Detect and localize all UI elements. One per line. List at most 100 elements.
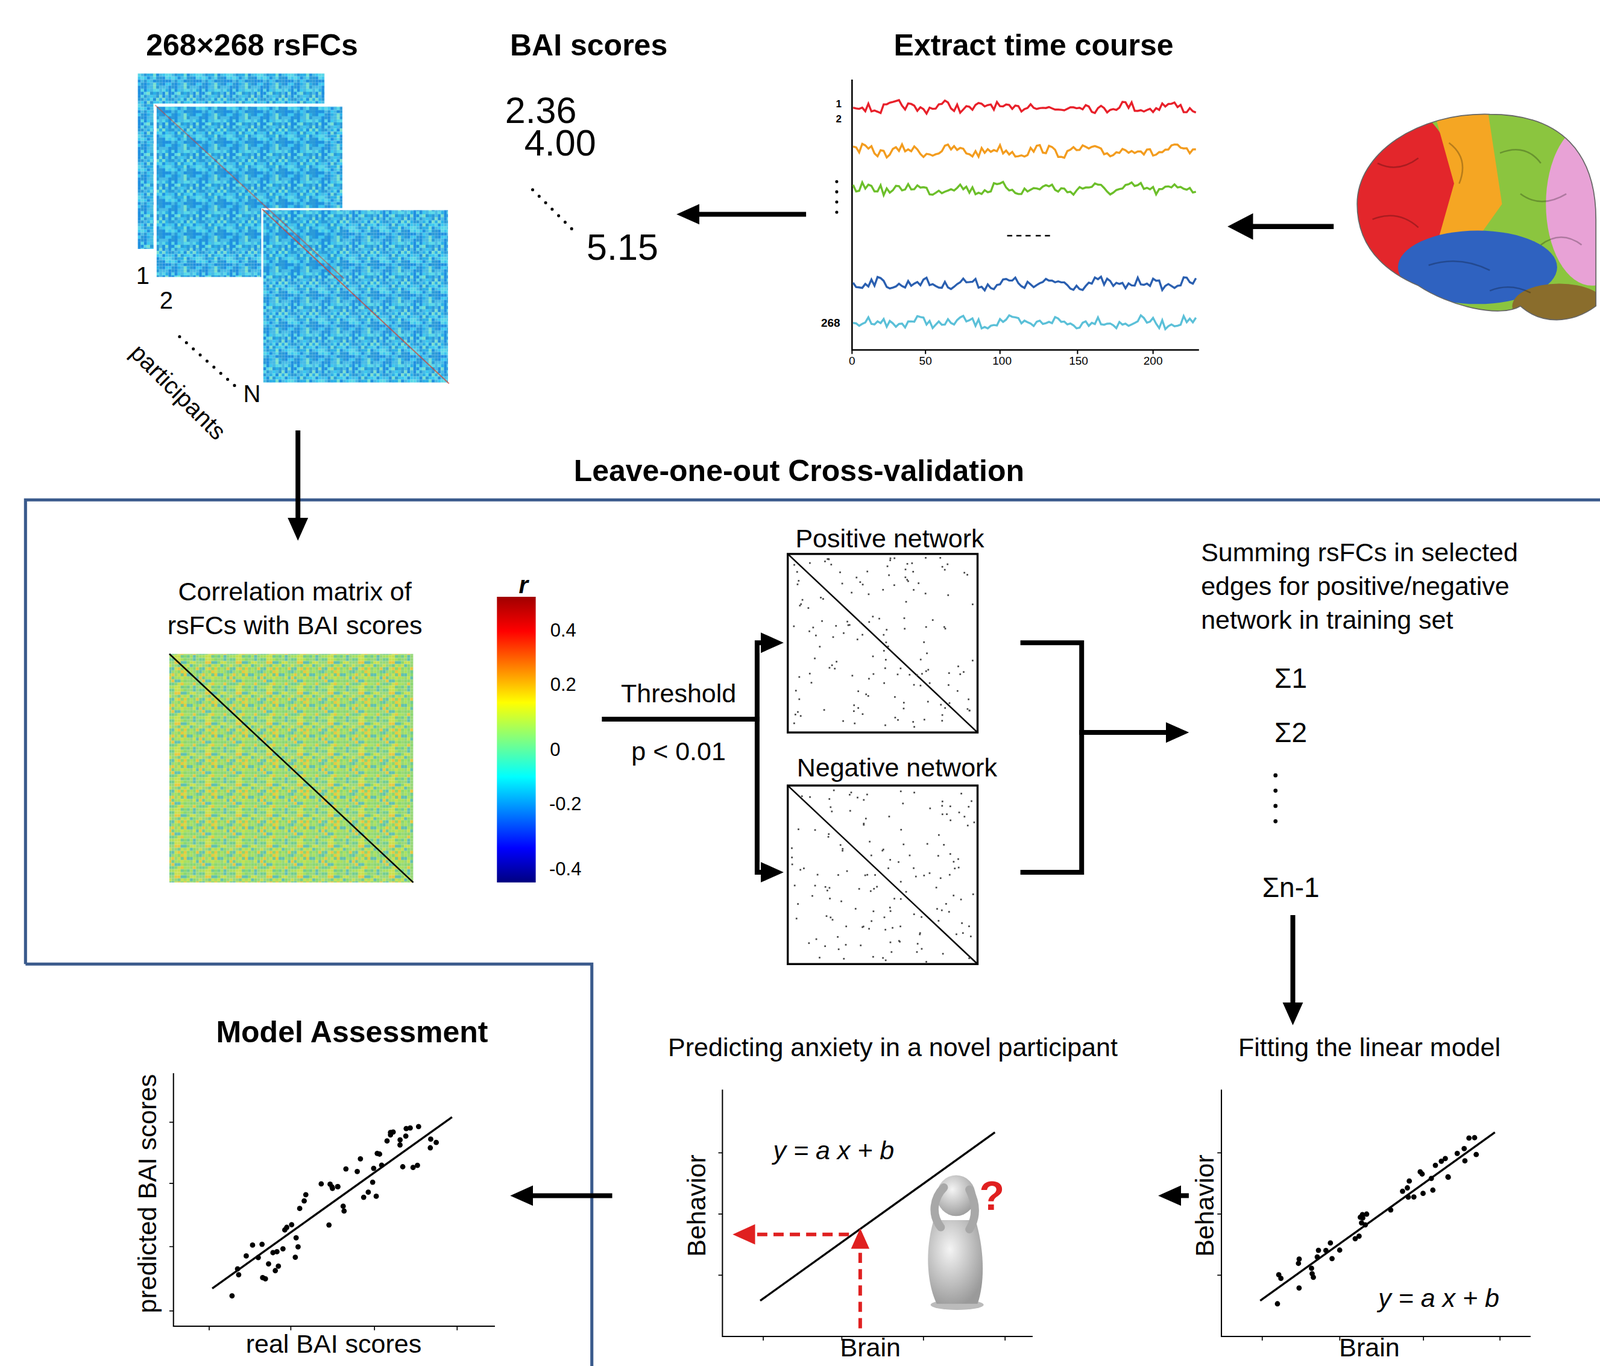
scatter-dot <box>282 1227 288 1233</box>
sum-panel: Summing rsFCs in selected edges for posi… <box>1188 522 1597 916</box>
edge-dot <box>799 869 802 872</box>
edge-dot <box>872 910 875 913</box>
edge-dot <box>801 795 804 797</box>
matrix-diagonal <box>262 209 450 384</box>
plain-label: -0.2 <box>549 793 582 816</box>
edge-dot <box>808 630 811 633</box>
edge-dot <box>956 690 959 693</box>
plain-label: 0.2 <box>550 674 577 696</box>
scatter-dot <box>397 1142 403 1148</box>
edge-dot <box>790 847 793 850</box>
scatter-dot <box>1466 1135 1472 1142</box>
edge-dot <box>853 704 855 707</box>
plain-label: participants <box>125 338 233 445</box>
scatter-dot <box>397 1137 403 1143</box>
flow-arrow <box>602 719 763 873</box>
edge-dot <box>904 576 907 579</box>
edge-dot <box>855 576 858 579</box>
rsfc-matrix <box>262 209 450 384</box>
edge-dot <box>953 860 955 863</box>
edge-dot <box>884 929 887 931</box>
scatter-dot <box>1429 1187 1436 1194</box>
edge-dot <box>968 710 971 712</box>
edge-dot <box>798 698 800 701</box>
edge-dot <box>957 665 960 668</box>
time-series-line <box>853 100 1197 114</box>
edge-dot <box>800 714 802 717</box>
scatter-dots <box>229 1123 439 1299</box>
edge-dot <box>941 909 943 912</box>
edge-dot <box>922 874 925 877</box>
edge-dot <box>963 572 966 574</box>
edge-dot <box>837 948 840 951</box>
edge-dot <box>862 583 864 586</box>
edge-dot <box>870 920 873 923</box>
edge-dot <box>830 810 833 813</box>
edge-dot <box>957 866 960 869</box>
scatter-dot <box>1399 1188 1406 1195</box>
edge-dot <box>853 710 855 712</box>
edge-dot <box>814 885 817 887</box>
scatter-dot <box>1360 1215 1366 1221</box>
edge-dot <box>894 716 897 719</box>
edge-dot <box>856 796 859 799</box>
edge-dot <box>795 689 797 692</box>
flow-arrow <box>1020 732 1168 873</box>
heading-text: Leave-one-out Cross-validation <box>573 453 1025 489</box>
assessment-plot <box>169 1073 495 1330</box>
plain-label: 4.00 <box>524 121 597 164</box>
edge-dot <box>962 932 964 934</box>
edge-dot <box>971 603 974 606</box>
node-text: Positive network <box>795 523 984 554</box>
plain-label: 150 <box>1068 354 1089 368</box>
axis-ticks <box>851 349 1153 354</box>
edge-dot <box>803 867 805 870</box>
edge-dot <box>938 834 940 837</box>
edge-dot <box>872 655 875 658</box>
edge-dot <box>904 568 907 571</box>
matrix-image <box>169 654 414 883</box>
edge-dot <box>910 562 913 565</box>
edge-dot <box>842 720 845 723</box>
scatter-dot <box>250 1242 256 1248</box>
edge-dot <box>859 621 862 624</box>
edge-dot <box>921 672 923 675</box>
edge-dot <box>897 719 899 722</box>
edge-dot <box>874 874 876 876</box>
edge-dot <box>947 684 950 687</box>
edge-dot <box>919 684 922 687</box>
edge-dot <box>913 684 916 687</box>
edge-dot <box>796 583 799 586</box>
edge-dot <box>968 709 971 712</box>
edge-dot <box>913 913 916 916</box>
scatter-dot <box>265 1261 272 1267</box>
scatter-dot <box>414 1162 421 1169</box>
edge-dot <box>821 620 823 623</box>
scatter-dot <box>335 1184 341 1190</box>
edge-dot <box>854 907 857 910</box>
scatter-dot <box>293 1235 300 1241</box>
edge-dot <box>809 562 811 565</box>
edge-dot <box>841 582 844 585</box>
edge-dot <box>973 821 976 824</box>
edge-dot <box>908 674 911 676</box>
node-text: Σ1 <box>1274 662 1308 695</box>
scatter-dot <box>275 1263 281 1270</box>
colorbar <box>496 596 536 883</box>
edge-dot <box>818 645 821 648</box>
scatter-dot <box>361 1194 367 1201</box>
edge-dots <box>790 789 975 963</box>
edge-dot <box>925 670 928 673</box>
edge-dot <box>900 828 902 831</box>
scatter-dot <box>340 1203 347 1210</box>
edge-dot <box>970 800 973 803</box>
edge-dot <box>865 693 867 696</box>
scatter-dot <box>357 1156 363 1162</box>
scatter-dot <box>370 1165 377 1172</box>
edge-dot <box>953 867 956 870</box>
edge-dot <box>903 628 906 630</box>
edge-dot <box>935 886 938 889</box>
scatter-dot <box>1295 1260 1301 1267</box>
edge-dot <box>909 854 911 857</box>
edge-dot <box>900 790 902 793</box>
